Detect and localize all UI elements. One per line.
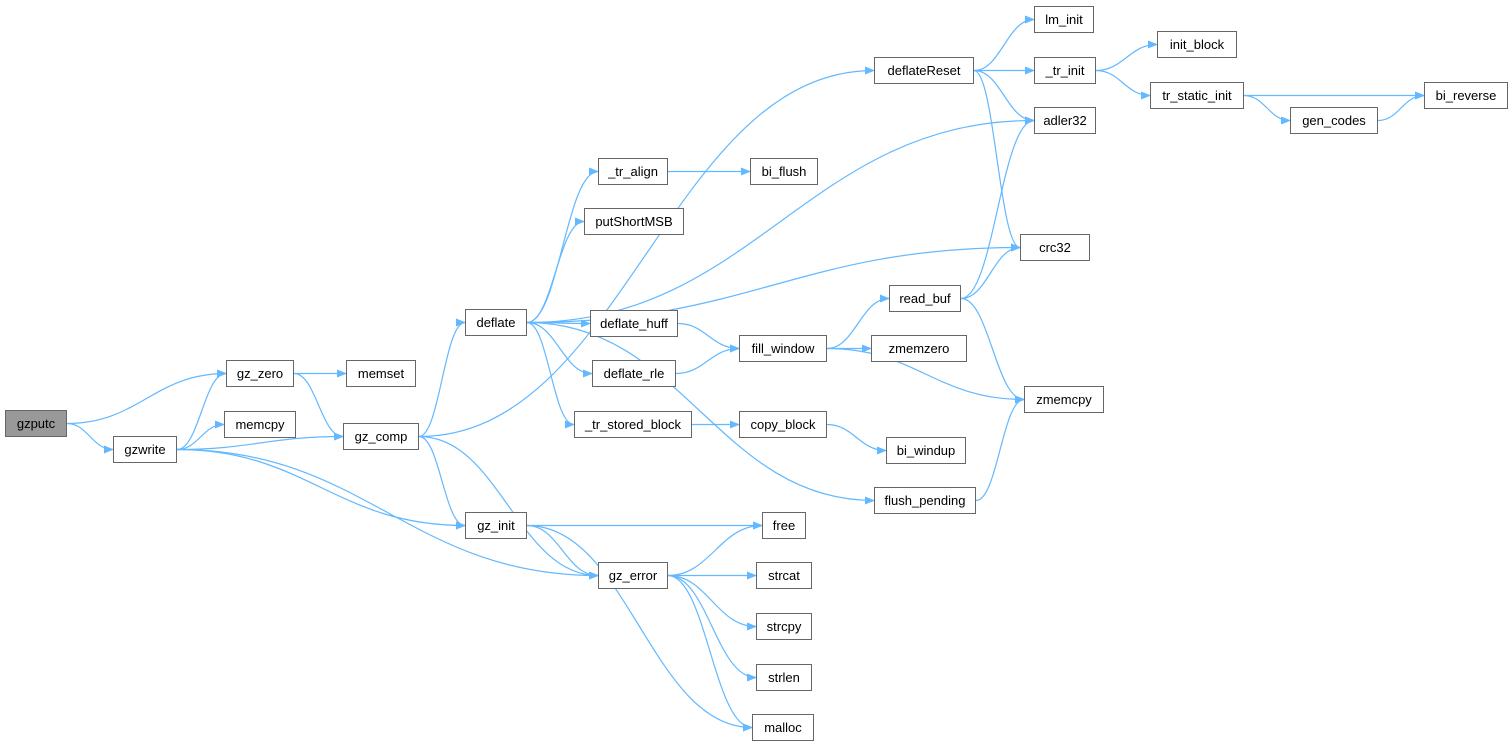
- edge-gzwrite-to-gz_error: [176, 448, 599, 580]
- node-adler32[interactable]: adler32: [1034, 107, 1096, 134]
- edge-gzwrite-to-gz_comp: [176, 432, 344, 451]
- node-flush-pending[interactable]: flush_pending: [874, 487, 976, 514]
- edge-gzputc-to-gzwrite: [66, 422, 114, 454]
- edge-gzputc-to-gz_zero: [66, 369, 227, 425]
- node-strcat[interactable]: strcat: [756, 562, 812, 589]
- edge-read_buf-to-crc32: [960, 243, 1021, 300]
- node-memcpy[interactable]: memcpy: [224, 411, 296, 438]
- node-tr-stored-block[interactable]: _tr_stored_block: [574, 411, 692, 438]
- edge-deflate_huff-to-fill_window: [677, 322, 740, 353]
- edge-gen_codes-to-bi_reverse: [1377, 91, 1425, 122]
- node-malloc[interactable]: malloc: [752, 714, 814, 741]
- node-zmemzero[interactable]: zmemzero: [871, 335, 967, 362]
- node-crc32[interactable]: crc32: [1020, 234, 1090, 261]
- edge-deflate-to-_tr_align: [526, 167, 599, 324]
- edge-deflateReset-to-adler32: [973, 69, 1035, 125]
- edge-copy_block-to-bi_windup: [826, 423, 887, 455]
- edge-gzwrite-to-gz_zero: [176, 369, 227, 451]
- node-deflate[interactable]: deflate: [465, 309, 527, 336]
- node-strlen[interactable]: strlen: [756, 664, 812, 691]
- edge-read_buf-to-zmemcpy: [960, 297, 1025, 404]
- node-deflate-rle[interactable]: deflate_rle: [592, 360, 676, 387]
- node-memset[interactable]: memset: [346, 360, 416, 387]
- edge-gz_comp-to-gz_init: [418, 435, 466, 530]
- node-tr-static-init[interactable]: tr_static_init: [1150, 82, 1244, 109]
- edge-_tr_init-to-init_block: [1095, 40, 1158, 72]
- node-gzputc: gzputc: [5, 410, 67, 437]
- node-deflate-huff[interactable]: deflate_huff: [590, 310, 678, 337]
- edge-deflate-to-_tr_stored_block: [526, 321, 575, 429]
- edge-gz_error-to-free: [667, 521, 763, 577]
- node-gz-zero[interactable]: gz_zero: [226, 360, 294, 387]
- node-bi-windup[interactable]: bi_windup: [886, 437, 966, 464]
- edge-gz_zero-to-gz_comp: [293, 372, 344, 441]
- edge-tr_static_init-to-gen_codes: [1243, 94, 1291, 125]
- edge-fill_window-to-zmemcpy: [826, 347, 1025, 404]
- edge-read_buf-to-adler32: [960, 116, 1035, 300]
- node-gz-error[interactable]: gz_error: [598, 562, 668, 589]
- edge-deflate-to-putShortMSB: [526, 217, 585, 324]
- edge-fill_window-to-read_buf: [826, 294, 890, 350]
- edge-gz_error-to-malloc: [667, 574, 753, 732]
- edge-gz_init-to-gz_error: [526, 524, 599, 580]
- edge-_tr_init-to-tr_static_init: [1095, 69, 1151, 100]
- edge-gz_init-to-malloc: [526, 524, 753, 732]
- node-read-buf[interactable]: read_buf: [889, 285, 961, 312]
- node-strcpy[interactable]: strcpy: [756, 613, 812, 640]
- edge-deflateReset-to-crc32: [973, 69, 1021, 252]
- node-deflateReset[interactable]: deflateReset: [874, 57, 974, 84]
- edge-gzwrite-to-gz_init: [176, 448, 466, 530]
- node-tr-init[interactable]: _tr_init: [1034, 57, 1096, 84]
- edge-flush_pending-to-zmemcpy: [975, 395, 1025, 502]
- node-init-block[interactable]: init_block: [1157, 31, 1237, 58]
- node-putShortMSB[interactable]: putShortMSB: [584, 208, 684, 235]
- node-gzwrite[interactable]: gzwrite: [113, 436, 177, 463]
- edge-deflate_rle-to-fill_window: [675, 344, 740, 375]
- edge-gz_comp-to-gz_error: [418, 435, 599, 580]
- edge-deflateReset-to-lm_init: [973, 15, 1035, 72]
- node-copy-block[interactable]: copy_block: [739, 411, 827, 438]
- node-gz-init[interactable]: gz_init: [465, 512, 527, 539]
- node-gz-comp[interactable]: gz_comp: [343, 423, 419, 450]
- node-bi-reverse[interactable]: bi_reverse: [1424, 82, 1508, 109]
- node-gen-codes[interactable]: gen_codes: [1290, 107, 1378, 134]
- edge-deflate-to-deflate_rle: [526, 321, 593, 378]
- edge-gz_comp-to-deflate: [418, 318, 466, 438]
- node-tr-align[interactable]: _tr_align: [598, 158, 668, 185]
- edge-deflate-to-flush_pending: [526, 321, 875, 505]
- node-fill-window[interactable]: fill_window: [739, 335, 827, 362]
- node-bi-flush[interactable]: bi_flush: [750, 158, 818, 185]
- edge-gzwrite-to-memcpy: [176, 420, 225, 451]
- node-free[interactable]: free: [762, 512, 806, 539]
- edge-gz_error-to-strlen: [667, 574, 757, 682]
- edge-gz_comp-to-deflateReset: [418, 66, 875, 438]
- edge-gz_error-to-strcpy: [667, 574, 757, 631]
- node-zmemcpy[interactable]: zmemcpy: [1024, 386, 1104, 413]
- node-lm-init[interactable]: lm_init: [1034, 6, 1094, 33]
